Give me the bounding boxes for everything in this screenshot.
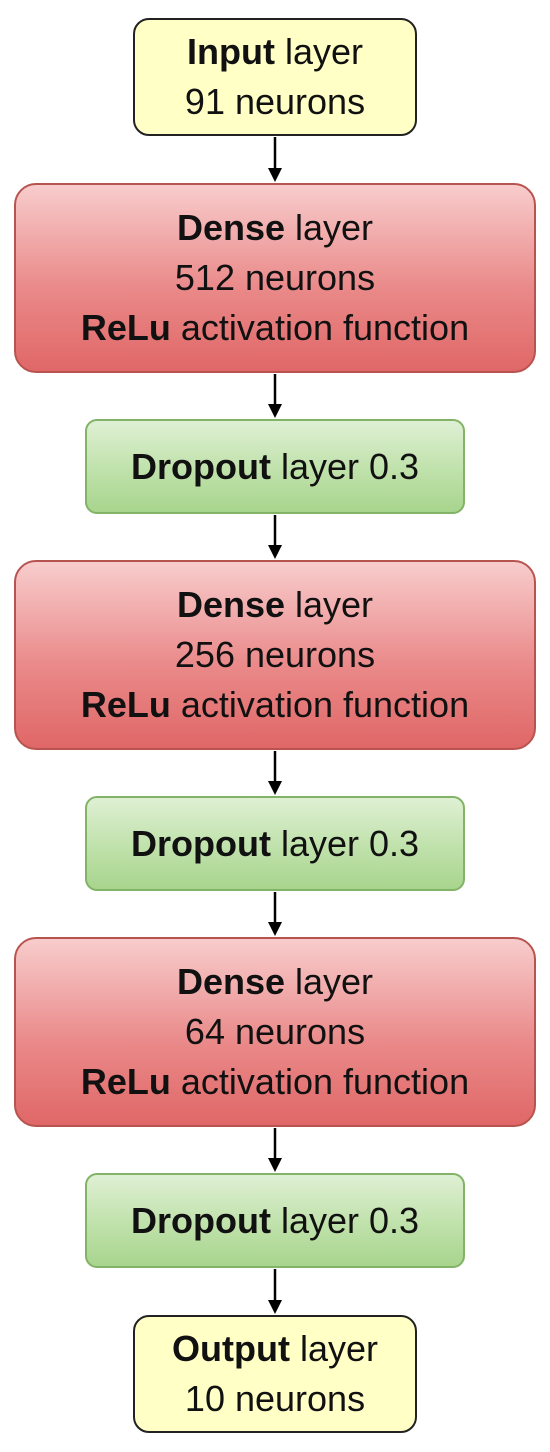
dense-layer-2-node: Dense layer 256 neurons ReLu activation … [14, 560, 536, 750]
input-layer-rest: layer [274, 31, 363, 72]
dense-layer-1-activation-rest: activation function [170, 307, 470, 348]
dropout-layer-2-rest: layer 0.3 [270, 822, 420, 864]
dense-layer-1-bold: Dense [176, 207, 286, 248]
dense-layer-1-neurons: 512 neurons [174, 257, 376, 298]
dropout-layer-2-bold: Dropout [130, 822, 271, 864]
dense-layer-3-activation-bold: ReLu [80, 1061, 171, 1102]
dropout-layer-3-rest: layer 0.3 [270, 1199, 420, 1241]
dropout-layer-3-bold: Dropout [130, 1199, 271, 1241]
dense-layer-3-activation-rest: activation function [170, 1061, 470, 1102]
dense-layer-3-title: Dense layer [177, 957, 373, 1007]
dense-layer-2-bold: Dense [176, 584, 286, 625]
input-layer-node: Input layer 91 neurons [133, 18, 417, 136]
output-layer-rest: layer [289, 1328, 378, 1369]
dense-layer-3-neurons: 64 neurons [184, 1011, 366, 1052]
dropout-layer-3-node: Dropout layer 0.3 [85, 1173, 465, 1268]
dropout-layer-3-title: Dropout layer 0.3 [131, 1196, 419, 1246]
arrow-dense-1-to-dropout-1 [268, 374, 282, 418]
dropout-layer-2-title: Dropout layer 0.3 [131, 819, 419, 869]
arrow-dense-2-to-dropout-2 [268, 751, 282, 795]
dense-layer-2-neurons: 256 neurons [174, 634, 376, 675]
dense-layer-2-rest: layer [285, 584, 374, 625]
dense-layer-1-rest: layer [285, 207, 374, 248]
output-layer-title: Output layer [172, 1324, 378, 1374]
output-layer-node: Output layer 10 neurons [133, 1315, 417, 1433]
output-layer-bold: Output [172, 1328, 290, 1369]
dense-layer-3-bold: Dense [176, 961, 286, 1002]
dense-layer-3-node: Dense layer 64 neurons ReLu activation f… [14, 937, 536, 1127]
dense-layer-2-activation: ReLu activation function [81, 680, 469, 730]
dense-layer-2-activation-rest: activation function [170, 684, 470, 725]
arrow-dropout-3-to-output [268, 1269, 282, 1314]
output-layer-neurons: 10 neurons [184, 1378, 366, 1419]
dense-layer-3-rest: layer [285, 961, 374, 1002]
dropout-layer-1-title: Dropout layer 0.3 [131, 442, 419, 492]
dropout-layer-1-bold: Dropout [130, 445, 271, 487]
dropout-layer-2-node: Dropout layer 0.3 [85, 796, 465, 891]
arrow-input-to-dense-1 [268, 137, 282, 182]
input-layer-neurons: 91 neurons [184, 81, 366, 122]
dense-layer-2-activation-bold: ReLu [80, 684, 171, 725]
input-layer-title: Input layer [187, 27, 363, 77]
arrow-dropout-1-to-dense-2 [268, 515, 282, 559]
dropout-layer-1-rest: layer 0.3 [270, 445, 420, 487]
dense-layer-1-title: Dense layer [177, 203, 373, 253]
arrow-dropout-2-to-dense-3 [268, 892, 282, 936]
dense-layer-1-node: Dense layer 512 neurons ReLu activation … [14, 183, 536, 373]
arrow-dense-3-to-dropout-3 [268, 1128, 282, 1172]
input-layer-bold: Input [187, 31, 275, 72]
dense-layer-1-activation: ReLu activation function [81, 303, 469, 353]
dense-layer-3-activation: ReLu activation function [81, 1057, 469, 1107]
dropout-layer-1-node: Dropout layer 0.3 [85, 419, 465, 514]
dense-layer-2-title: Dense layer [177, 580, 373, 630]
dense-layer-1-activation-bold: ReLu [80, 307, 171, 348]
